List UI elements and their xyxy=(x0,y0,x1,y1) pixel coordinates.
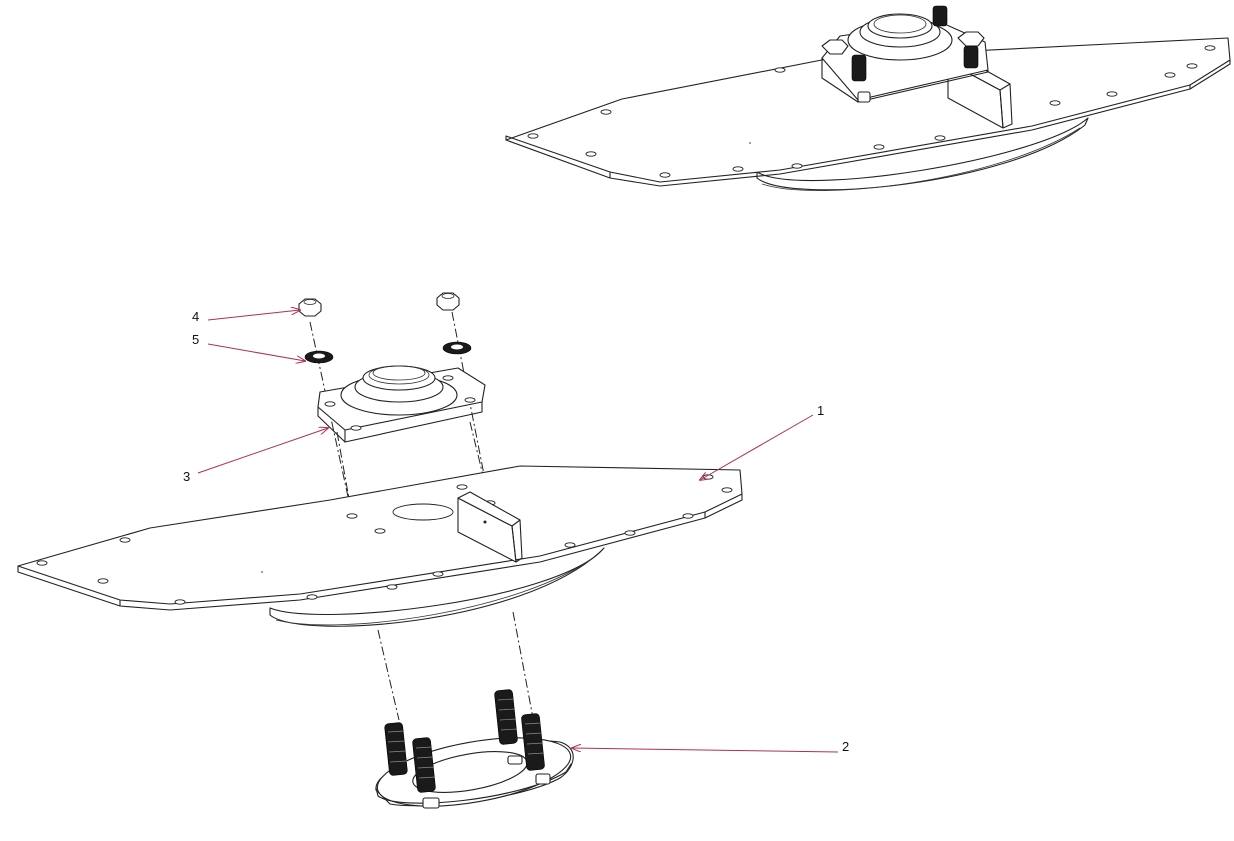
callout-3: 3 xyxy=(183,428,328,484)
part-3-bearing-housing xyxy=(317,365,486,443)
callout-5: 5 xyxy=(192,332,305,361)
stud-2 xyxy=(412,737,436,793)
part-4-nut-right xyxy=(436,292,460,311)
callouts: 1 2 3 4 5 xyxy=(183,309,849,754)
callout-4: 4 xyxy=(192,309,300,324)
callout-1-label: 1 xyxy=(817,403,824,418)
callout-5-label: 5 xyxy=(192,332,199,347)
callout-1: 1 xyxy=(700,403,824,480)
part-5-washer-right xyxy=(442,341,472,355)
part-5-washer-left xyxy=(304,350,334,364)
callout-2-label: 2 xyxy=(842,739,849,754)
stud-1 xyxy=(384,722,408,776)
stud-4 xyxy=(521,713,545,771)
callout-2: 2 xyxy=(572,739,849,754)
callout-4-label: 4 xyxy=(192,309,199,324)
part-1-plate xyxy=(17,465,743,627)
stud-3 xyxy=(494,689,518,745)
part-2-stud-ring xyxy=(375,689,574,809)
part-4-nut-left xyxy=(298,298,322,317)
assembled-view xyxy=(505,5,1231,191)
exploded-view xyxy=(17,292,743,809)
assembled-plate xyxy=(505,37,1231,183)
callout-3-label: 3 xyxy=(183,469,190,484)
